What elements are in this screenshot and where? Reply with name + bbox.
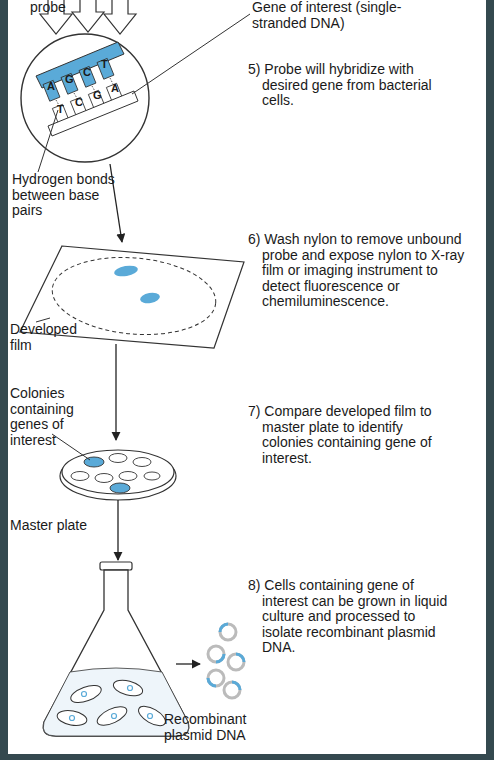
hydrogen-bonds — [56, 78, 114, 107]
base-letter: C — [83, 66, 95, 78]
plasmid-in-cell — [70, 686, 153, 721]
bacterial-cells — [56, 677, 168, 729]
step-text: 5) Probe will hybridize with desired gen… — [248, 62, 462, 109]
flow-arrow — [117, 500, 118, 560]
zoom-circle — [21, 34, 149, 162]
probe-arrow — [104, 0, 136, 34]
part-label: Master plate — [10, 518, 120, 534]
base-letter: A — [47, 80, 59, 92]
part-label: Developed film — [10, 322, 100, 353]
petri-dish — [62, 450, 174, 494]
recombinant-plasmids — [208, 624, 244, 698]
leader-line — [38, 110, 58, 172]
hybridized-spot — [113, 264, 138, 278]
step-text: 7) Compare developed film to master plat… — [248, 404, 434, 466]
base-letter: A — [111, 82, 123, 94]
base-letter: T — [101, 58, 113, 70]
flow-arrow — [115, 344, 116, 440]
hybridized-spot — [139, 291, 160, 304]
part-label: Hydrogen bonds between base pairs — [12, 172, 122, 219]
base-letter: G — [93, 89, 105, 101]
flask-lip — [100, 562, 132, 570]
colonies — [71, 454, 160, 494]
leader-line — [52, 434, 90, 460]
probe-label: probe — [30, 0, 90, 16]
probe-arrow — [72, 0, 104, 32]
probe-bases — [43, 58, 114, 101]
base-letter: G — [65, 73, 77, 85]
leader-line — [132, 14, 250, 94]
gene-label: Gene of interest (single-stranded DNA) — [252, 0, 412, 31]
white-panel — [8, 0, 486, 754]
base-letter: T — [57, 103, 69, 115]
part-label: Colonies containing genes of interest — [10, 386, 110, 448]
part-label: Recombinant plasmid DNA — [164, 712, 294, 743]
flow-arrow — [176, 663, 200, 664]
step-text: 8) Cells containing gene of interest can… — [248, 578, 454, 656]
step-text: 6) Wash nylon to remove unbound probe an… — [248, 232, 472, 310]
base-letter: C — [75, 96, 87, 108]
